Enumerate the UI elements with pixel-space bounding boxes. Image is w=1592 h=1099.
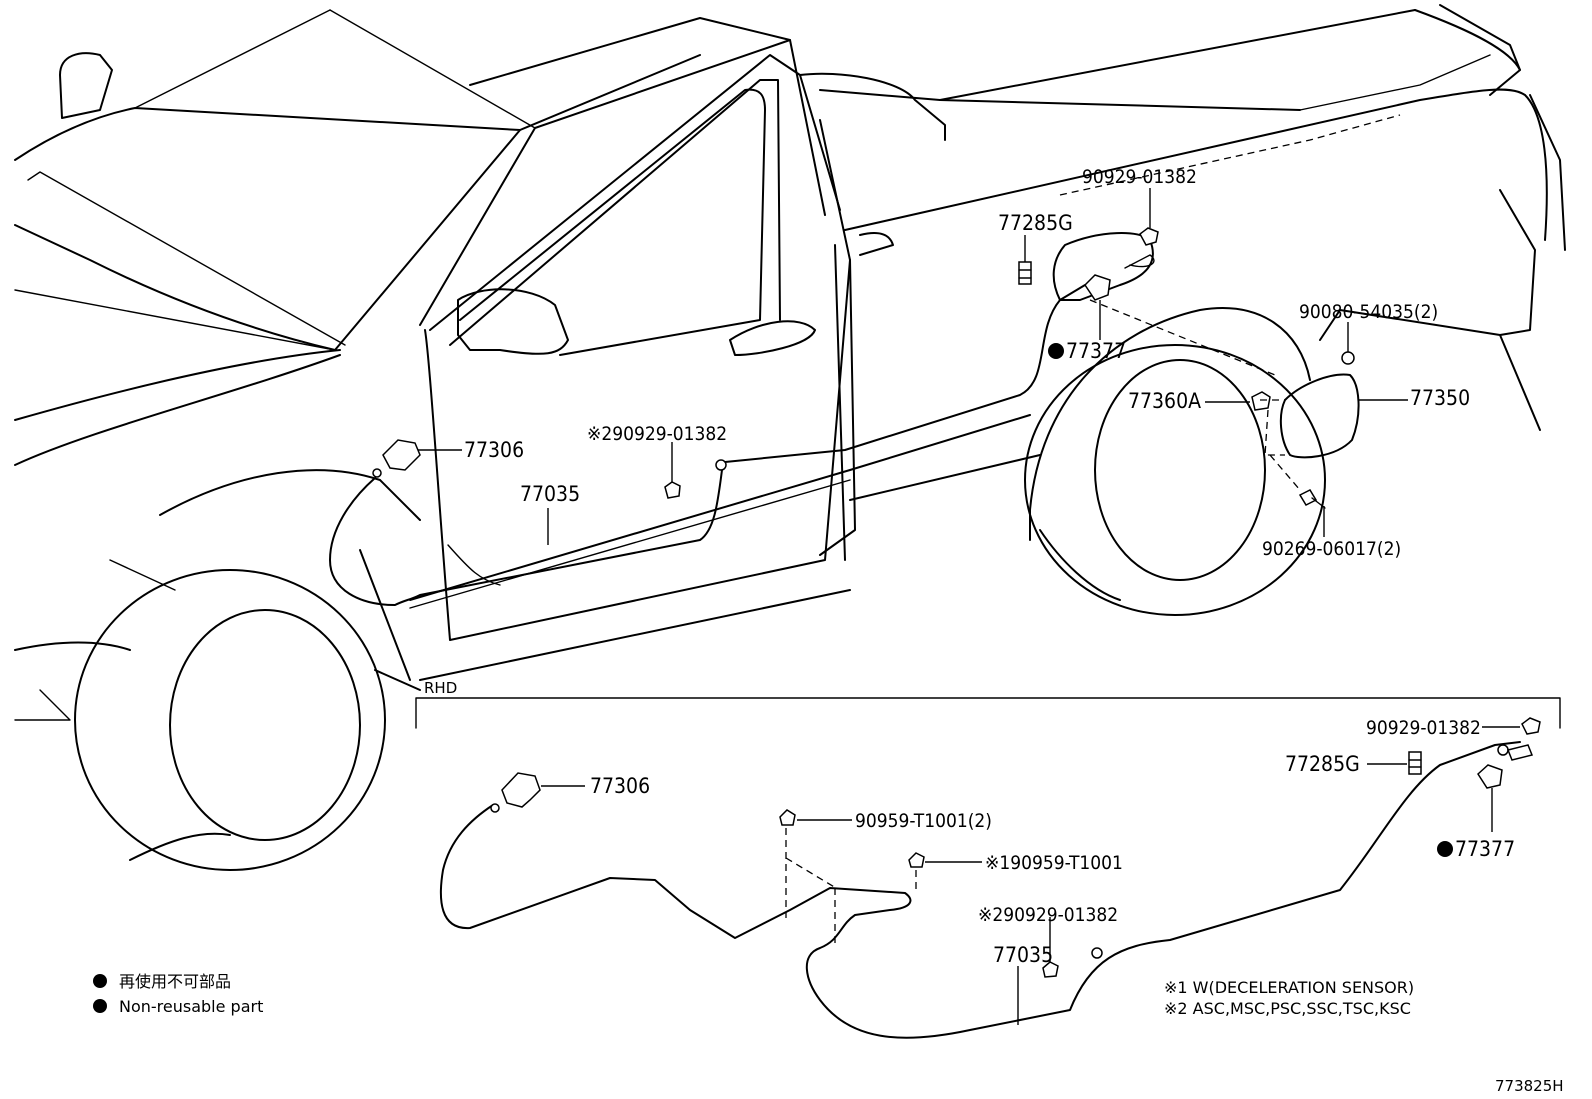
grommet-90080-54035 xyxy=(1341,351,1355,365)
screw-90269-06017 xyxy=(1298,489,1318,506)
label-90929-01382-lower: 90929-01382 xyxy=(1366,717,1481,739)
label-77035-upper: 77035 xyxy=(520,482,580,506)
hinge-77360A xyxy=(1251,391,1271,411)
clip-note2-90929-01382-upper xyxy=(664,481,681,499)
bracket-77285G-upper xyxy=(1018,261,1032,285)
legend-bullet-en xyxy=(93,999,107,1013)
label-77377-upper: 77377 xyxy=(1066,339,1126,363)
label-77350: 77350 xyxy=(1410,386,1470,410)
label-77285G-lower: 77285G xyxy=(1285,752,1360,776)
label-77377-lower: 77377 xyxy=(1455,837,1515,861)
lower-labels: 90929-01382 77285G 77306 90959-T1001(2) … xyxy=(590,717,1515,967)
lower-end-grommet xyxy=(1497,744,1509,756)
bracket-77285G-lower xyxy=(1408,751,1422,775)
upper-grommet xyxy=(715,459,727,471)
fuel-lid-opener-77306-lower xyxy=(501,772,541,808)
legend-text-en: Non-reusable part xyxy=(119,997,263,1016)
clip-90929-01382-lower xyxy=(1521,717,1541,735)
section-label-rhd: RHD xyxy=(424,679,457,697)
label-77285G-upper: 77285G xyxy=(998,211,1073,235)
clip-note1-90959-T1001 xyxy=(908,852,925,868)
lower-grommet xyxy=(1091,947,1103,959)
label-90080-54035: 90080-54035(2) xyxy=(1299,301,1438,323)
footnote-1: ※1 W(DECELERATION SENSOR) xyxy=(1164,978,1414,997)
label-77360A: 77360A xyxy=(1128,389,1201,413)
label-note2-90929-01382-upper: ※290929-01382 xyxy=(587,423,727,445)
lower-cable-77035 xyxy=(439,741,1521,1039)
legend: 再使用不可部品 Non-reusable part xyxy=(93,972,263,1016)
lower-cable-end xyxy=(1506,744,1534,761)
non-reusable-marker-upper xyxy=(1048,343,1064,359)
upper-cable-77035 xyxy=(329,284,1086,606)
drawing-id: 773825H xyxy=(1495,1077,1564,1095)
fuel-lid-opener-77306-upper xyxy=(382,439,421,471)
clip-90929-01382-upper xyxy=(1139,227,1159,246)
footnotes: ※1 W(DECELERATION SENSOR) ※2 ASC,MSC,PSC… xyxy=(1164,978,1414,1018)
label-90929-01382-upper: 90929-01382 xyxy=(1082,166,1197,188)
label-77306-lower: 77306 xyxy=(590,774,650,798)
non-reusable-marker-lower xyxy=(1437,841,1453,857)
vehicle-outline xyxy=(14,4,1566,871)
label-90959-T1001: 90959-T1001(2) xyxy=(855,810,992,832)
upper-labels: 90929-01382 77285G 90080-54035(2) 77377 … xyxy=(464,166,1470,560)
label-note1-90959-T1001: ※190959-T1001 xyxy=(985,852,1123,874)
lock-actuator-77377-upper xyxy=(1084,274,1111,301)
clip-90959-T1001 xyxy=(779,809,796,826)
rhd-bracket xyxy=(415,697,1561,729)
upper-cable-assembly xyxy=(329,227,1360,606)
clip-note2-90929-01382-lower xyxy=(1042,961,1059,978)
legend-bullet-jp xyxy=(93,974,107,988)
upper-leaders xyxy=(418,188,1408,545)
lock-actuator-77377-lower xyxy=(1477,764,1503,789)
legend-text-jp: 再使用不可部品 xyxy=(119,972,231,991)
lower-leaders xyxy=(541,726,1520,1025)
label-90269-06017: 90269-06017(2) xyxy=(1262,538,1401,560)
label-77035-lower: 77035 xyxy=(993,943,1053,967)
label-77306-upper: 77306 xyxy=(464,438,524,462)
fuel-filler-door-77350 xyxy=(1279,373,1360,459)
label-note2-90929-01382-lower: ※290929-01382 xyxy=(978,904,1118,926)
rhd-section: RHD xyxy=(415,679,1561,1039)
footnote-2: ※2 ASC,MSC,PSC,SSC,TSC,KSC xyxy=(1164,999,1411,1018)
